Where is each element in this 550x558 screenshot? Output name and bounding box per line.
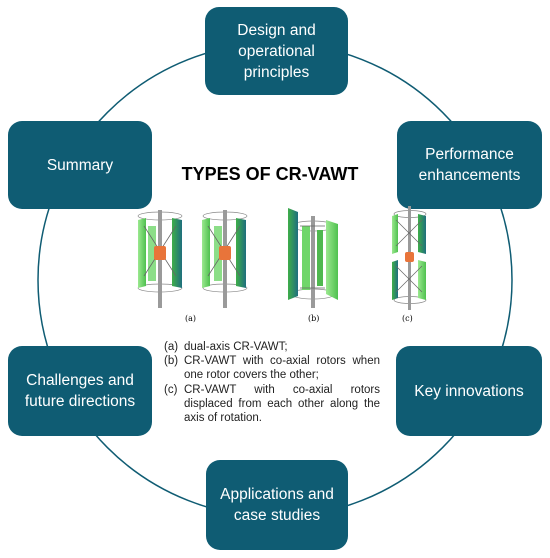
figure-c-rotor [392, 206, 427, 310]
legend-marker: (a) [164, 341, 179, 353]
legend-text: dual-axis CR-VAWT; [184, 341, 288, 353]
node-challenges[interactable]: Challenges and future directions [8, 346, 152, 436]
figure-a-rotor-left [137, 210, 183, 308]
figure-a-caption: (a) [185, 314, 197, 323]
legend-item-b: (b) CR-VAWT with co-axial rotors when on… [164, 354, 380, 382]
diagram-title: TYPES OF CR-VAWT [181, 164, 359, 184]
legend-marker: (c) [164, 383, 178, 396]
figure-b-caption: (b) [308, 314, 320, 323]
node-key-innovations[interactable]: Key innovations [396, 346, 542, 436]
node-applications[interactable]: Applications and case studies [206, 460, 348, 550]
legend-item-c: (c) CR-VAWT with co-axial rotors displac… [164, 383, 380, 426]
figure-c-caption: (c) [402, 314, 413, 323]
node-design-principles[interactable]: Design and operational principles [205, 7, 348, 95]
legend-text: CR-VAWT with co-axial rotors displaced f… [184, 383, 380, 425]
figure-b-rotor [288, 208, 338, 308]
legend-marker: (b) [164, 355, 179, 368]
node-summary[interactable]: Summary [8, 121, 152, 209]
legend-text: CR-VAWT with co-axial rotors when one ro… [184, 355, 380, 382]
cr-vawt-illustrations [137, 206, 427, 310]
node-performance-enhancements[interactable]: Performance enhancements [397, 121, 542, 209]
types-legend: (a) dual-axis CR-VAWT; (b) CR-VAWT with … [164, 340, 380, 425]
legend-item-a: (a) dual-axis CR-VAWT; [164, 340, 380, 354]
figure-a-rotor-right [202, 210, 248, 308]
